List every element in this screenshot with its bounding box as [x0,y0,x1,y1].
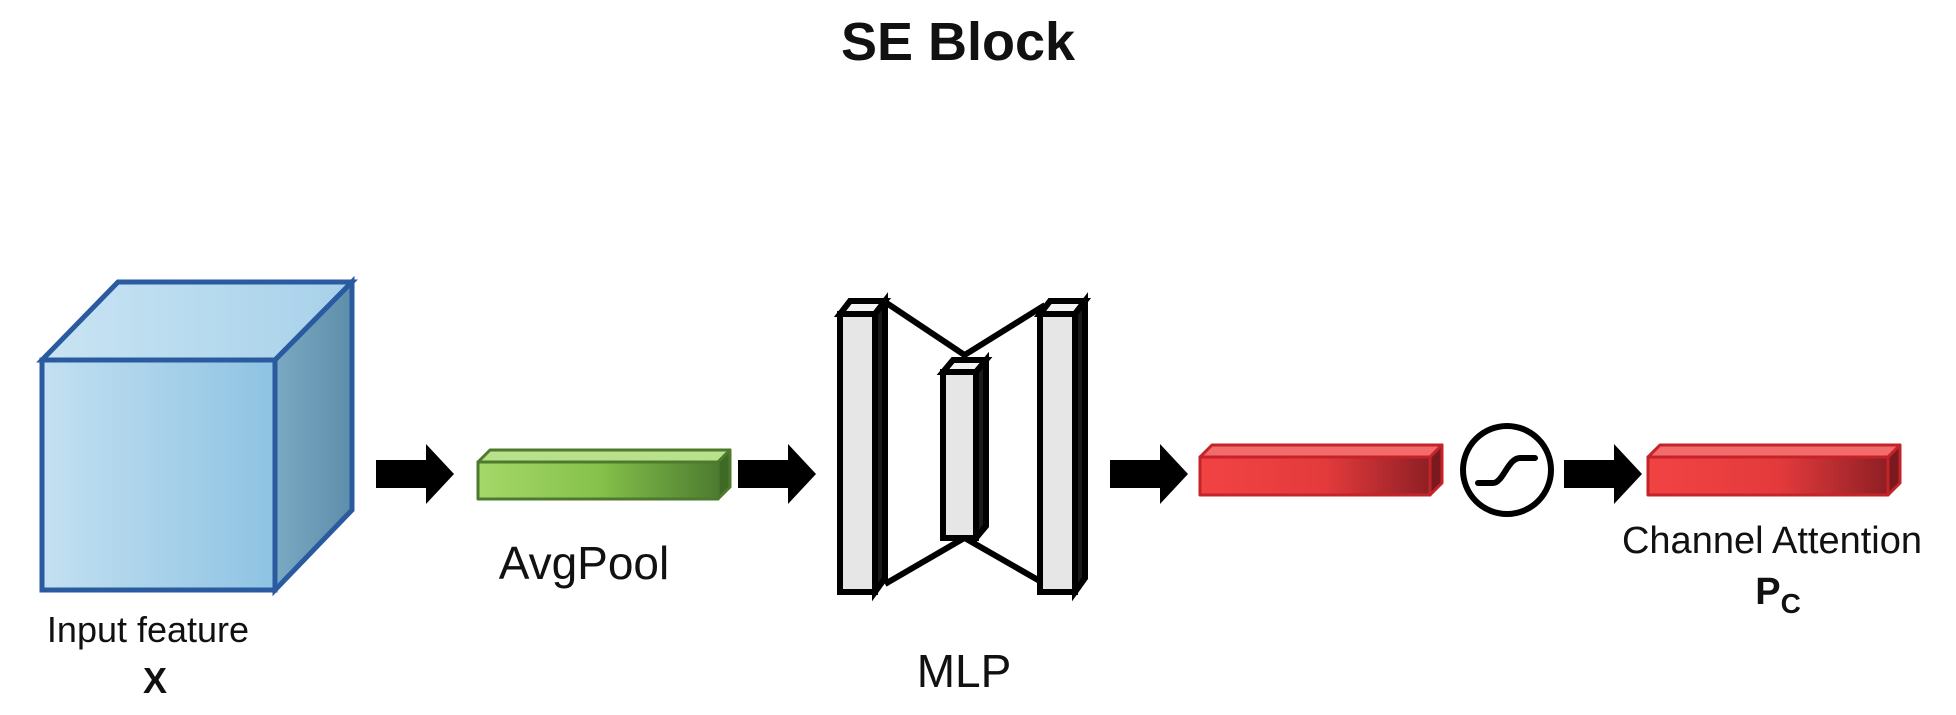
output-symbol-main: P [1755,571,1780,613]
input-feature-cube [36,275,358,597]
output-symbol: PC [1755,571,1801,619]
avgpool-bar-front [476,460,720,501]
input-feature-label: Input feature [47,609,249,650]
sigmoid-icon [1460,423,1554,517]
mlp-output-bar-front [1198,455,1432,497]
mlp-layer-output [1037,311,1078,595]
mlp-connector [883,299,968,359]
avgpool-label: AvgPool [499,537,670,589]
diagram-title: SE Block [841,12,1076,72]
mlp-connector [961,302,1047,359]
sigmoid-curve [1475,455,1538,486]
mlp-connector [961,534,1047,587]
avgpool-vector [476,448,732,501]
arrow-right-icon [376,444,454,504]
channel-attention-vector [1646,443,1902,497]
mlp-output-vector [1198,443,1444,497]
arrow-right-icon [738,444,816,504]
mlp-label: MLP [917,645,1012,697]
mlp-bottleneck [833,292,1092,602]
input-symbol: X [143,660,167,701]
channel-attention-label: Channel Attention [1622,520,1922,562]
mlp-layer-input [837,311,878,595]
mlp-connector [883,534,968,587]
attention-bar-top [1646,443,1902,459]
avgpool-bar-top [476,448,732,464]
cube-front-face [39,357,278,593]
mlp-layer-hidden [940,369,979,541]
output-symbol-subscript: C [1781,588,1801,619]
arrow-right-icon [1110,444,1188,504]
arrow-right-icon [1564,444,1642,504]
mlp-output-bar-top [1198,443,1444,459]
attention-bar-front [1646,455,1890,497]
